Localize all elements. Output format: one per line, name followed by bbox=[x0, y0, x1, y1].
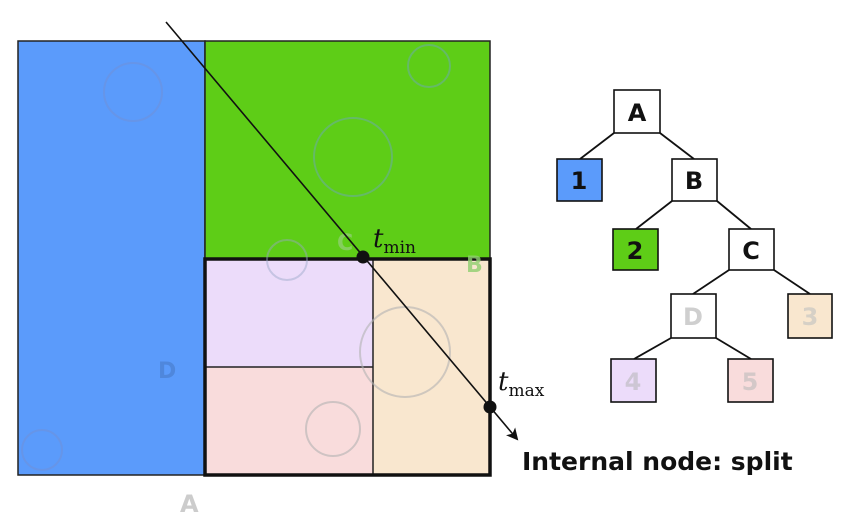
t-min-sub: min bbox=[383, 238, 416, 258]
primitive-circle bbox=[305, 401, 361, 457]
tree-edge bbox=[659, 132, 695, 160]
ray-line bbox=[165, 21, 519, 441]
tree-leaf-3-label: 3 bbox=[802, 303, 819, 331]
primitive-circles bbox=[21, 44, 451, 471]
region-pink-leaf-5 bbox=[205, 367, 373, 475]
tree-leaf-4-label: 4 bbox=[625, 368, 642, 396]
tree-node-a: A bbox=[613, 89, 661, 134]
tree-edge bbox=[635, 200, 673, 230]
tree-leaf-3: 3 bbox=[787, 293, 833, 339]
tree-node-d: D bbox=[670, 293, 717, 339]
t-max-point bbox=[483, 400, 497, 414]
tree-edge bbox=[692, 269, 730, 295]
t-min-var: t bbox=[373, 224, 384, 254]
tree-edges bbox=[579, 132, 811, 360]
tree-leaf-2-label: 2 bbox=[627, 237, 644, 265]
tree-edge bbox=[716, 200, 752, 230]
region-green-leaf-2 bbox=[204, 40, 491, 260]
primitive-circle bbox=[21, 429, 63, 471]
primitive-circle bbox=[407, 44, 451, 88]
region-label-a: A bbox=[180, 490, 199, 518]
t-max-label: tmax bbox=[498, 367, 545, 401]
region-label-b: B bbox=[466, 253, 483, 278]
tree-node-b-label: B bbox=[685, 167, 703, 195]
tree-leaf-2: 2 bbox=[612, 228, 659, 271]
tree-node-c-label: C bbox=[742, 237, 760, 265]
primitive-circle bbox=[103, 62, 163, 122]
tree-node-c: C bbox=[728, 228, 775, 271]
region-lavender-leaf-4 bbox=[205, 259, 373, 367]
region-label-d: D bbox=[158, 359, 176, 384]
node-c-bounding-box bbox=[203, 257, 492, 477]
tree-node-d-label: D bbox=[683, 303, 703, 331]
primitive-circle bbox=[266, 239, 308, 281]
tree-leaf-5: 5 bbox=[727, 358, 774, 403]
t-min-label: tmin bbox=[373, 224, 416, 258]
tree-edge bbox=[773, 269, 811, 295]
tree-edge bbox=[579, 132, 615, 160]
tree-leaf-4: 4 bbox=[610, 358, 657, 403]
region-peach-leaf-3 bbox=[373, 259, 490, 475]
t-min-point bbox=[356, 250, 370, 264]
tree-leaf-1: 1 bbox=[556, 158, 603, 202]
t-max-sub: max bbox=[508, 381, 544, 401]
tree-edge bbox=[633, 337, 672, 360]
tree-node-b: B bbox=[671, 158, 718, 202]
region-label-c: C bbox=[337, 231, 353, 256]
tree-leaf-5-label: 5 bbox=[742, 368, 759, 396]
caption: Internal node: split bbox=[522, 447, 793, 476]
tree-leaf-1-label: 1 bbox=[571, 167, 588, 195]
tree-edge bbox=[715, 337, 752, 360]
primitive-circle bbox=[313, 117, 393, 197]
tree-node-a-label: A bbox=[628, 99, 647, 127]
t-max-var: t bbox=[498, 367, 509, 397]
region-blue-leaf-1 bbox=[17, 40, 206, 476]
